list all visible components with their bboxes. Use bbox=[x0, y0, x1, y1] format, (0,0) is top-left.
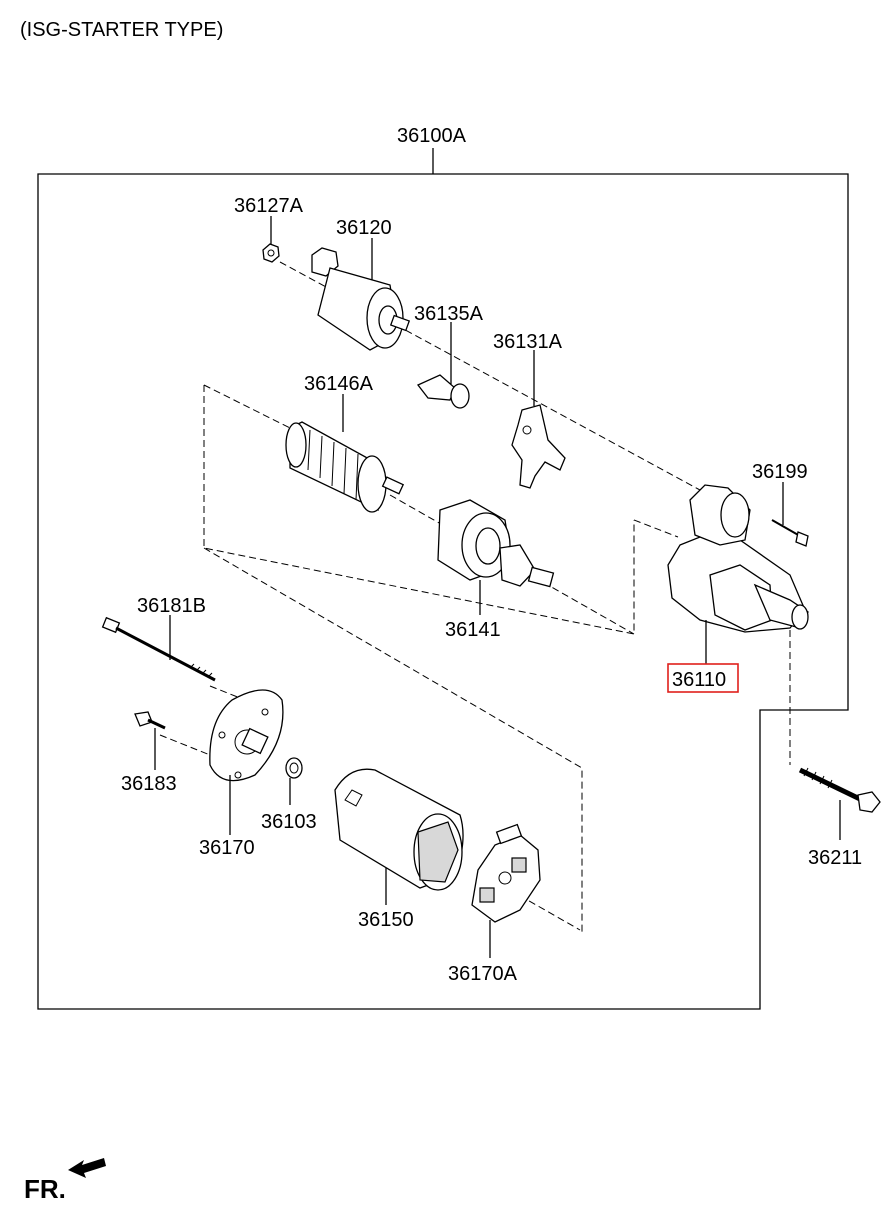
label-36170[interactable]: 36170 bbox=[199, 837, 255, 859]
assembly-frame bbox=[37, 173, 849, 1010]
axis-line-mid bbox=[389, 494, 635, 635]
label-36110[interactable]: 36110 bbox=[672, 669, 726, 691]
housing-36110-icon[interactable] bbox=[667, 484, 809, 633]
label-36146a[interactable]: 36146A bbox=[304, 373, 374, 395]
highlight-box-36110 bbox=[667, 663, 739, 693]
end-cover-36170-icon[interactable] bbox=[209, 689, 284, 782]
washer-36103-icon[interactable] bbox=[285, 757, 303, 779]
nut-36127a-icon[interactable] bbox=[262, 243, 280, 263]
axis-line-small bbox=[159, 734, 216, 758]
front-direction-label: FR. bbox=[24, 1174, 66, 1204]
axis-line-lower bbox=[209, 685, 246, 701]
front-arrow-icon bbox=[68, 1158, 106, 1178]
label-36170a[interactable]: 36170A bbox=[448, 963, 518, 985]
plunger-36135a-icon[interactable] bbox=[416, 374, 470, 409]
subgroup-outline-top bbox=[203, 384, 291, 429]
label-36183[interactable]: 36183 bbox=[121, 773, 177, 795]
label-36135a[interactable]: 36135A bbox=[414, 303, 484, 325]
label-36141[interactable]: 36141 bbox=[445, 619, 501, 641]
brush-holder-36170a-icon[interactable] bbox=[471, 823, 541, 923]
armature-36146a-icon[interactable] bbox=[285, 421, 405, 513]
label-36131a[interactable]: 36131A bbox=[493, 331, 563, 353]
label-36103[interactable]: 36103 bbox=[261, 811, 317, 833]
label-36199[interactable]: 36199 bbox=[752, 461, 808, 483]
solenoid-36120-icon[interactable] bbox=[311, 247, 411, 351]
assembly-label[interactable]: 36100A bbox=[397, 125, 467, 147]
yoke-36150-icon[interactable] bbox=[334, 768, 464, 891]
bolt-36181b-icon[interactable] bbox=[101, 616, 216, 682]
diagram-title: (ISG-STARTER TYPE) bbox=[20, 19, 223, 41]
subgroup-outline-side bbox=[633, 519, 679, 538]
bolt-36211-icon[interactable] bbox=[798, 767, 881, 813]
subgroup-outline bbox=[203, 385, 635, 932]
screw-36183-icon[interactable] bbox=[134, 711, 166, 730]
label-36150[interactable]: 36150 bbox=[358, 909, 414, 931]
label-36211[interactable]: 36211 bbox=[808, 847, 862, 869]
drive-36141-icon[interactable] bbox=[437, 499, 555, 588]
label-36181b[interactable]: 36181B bbox=[137, 595, 206, 617]
label-36127a[interactable]: 36127A bbox=[234, 195, 304, 217]
lever-36131a-icon[interactable] bbox=[511, 404, 566, 489]
screw-36199-icon[interactable] bbox=[771, 519, 809, 547]
label-36120[interactable]: 36120 bbox=[336, 217, 392, 239]
